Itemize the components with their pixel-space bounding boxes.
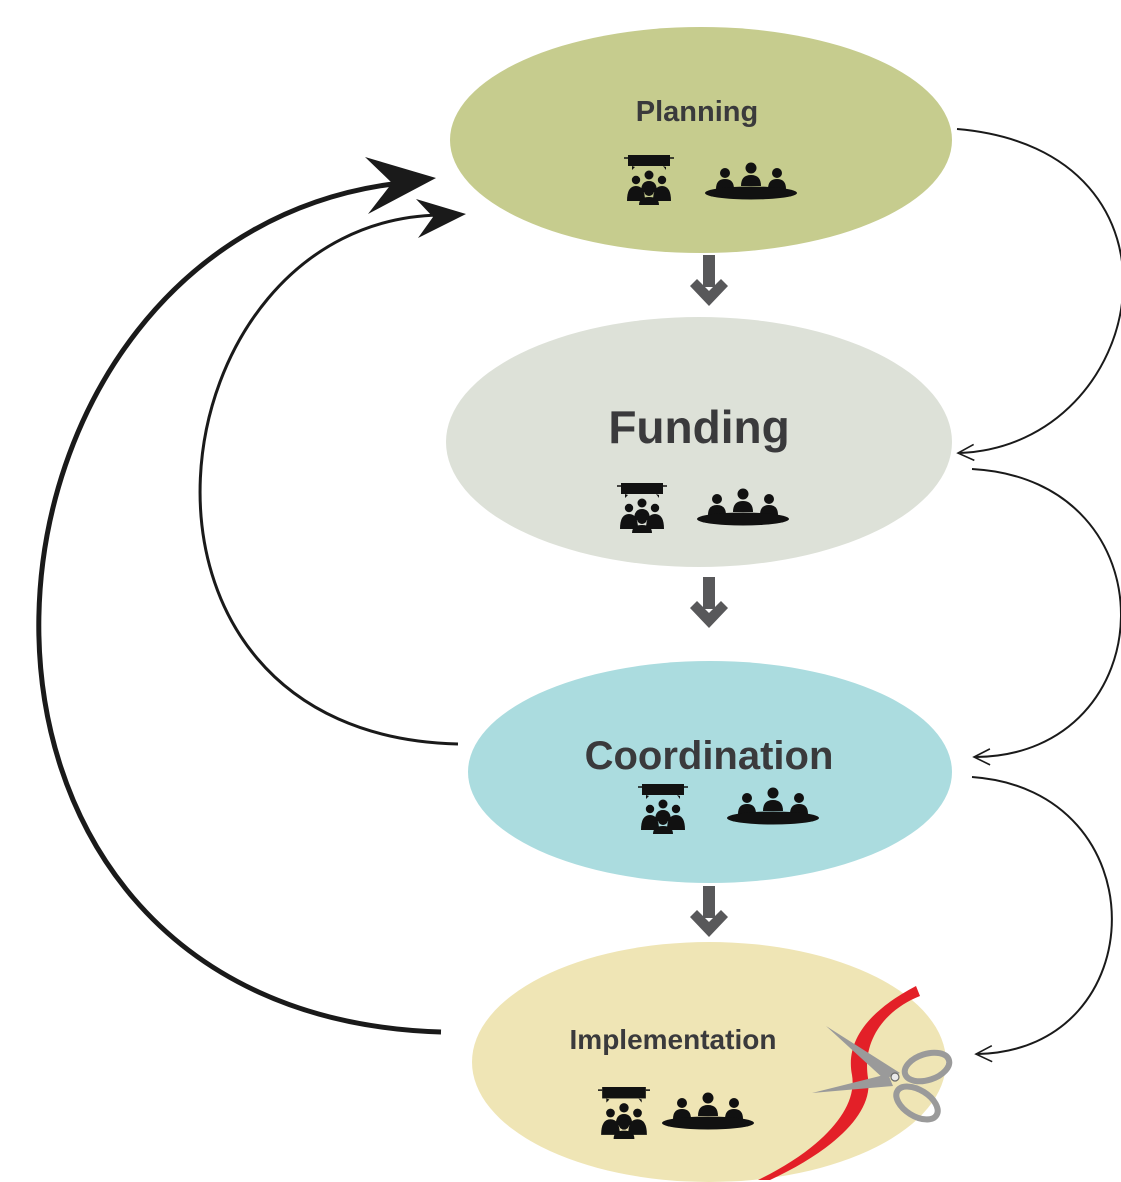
implementation-label: Implementation	[570, 1024, 777, 1055]
funding-node	[446, 317, 952, 567]
down-arrow-planning-funding	[690, 255, 728, 306]
planning-label: Planning	[636, 96, 758, 128]
feedback-implementation-arrowhead	[365, 157, 436, 214]
feedback-coordination-to-planning	[198, 213, 459, 746]
curve-coordination-to-implementation	[971, 776, 1113, 1063]
coordination-node	[468, 661, 952, 883]
curve-funding-to-coordination	[971, 468, 1121, 766]
planning-node	[450, 27, 952, 253]
implementation-node	[472, 942, 946, 1182]
scissors-icon	[812, 1026, 953, 1123]
funding-label: Funding	[608, 401, 789, 453]
feedback-coordination-arrowhead	[416, 199, 466, 238]
coordination-label: Coordination	[585, 734, 834, 778]
down-arrow-funding-coordination	[690, 577, 728, 628]
down-arrow-coordination-implementation	[690, 886, 728, 937]
curve-planning-to-funding	[956, 128, 1121, 462]
feedback-implementation-to-planning	[36, 179, 442, 1035]
